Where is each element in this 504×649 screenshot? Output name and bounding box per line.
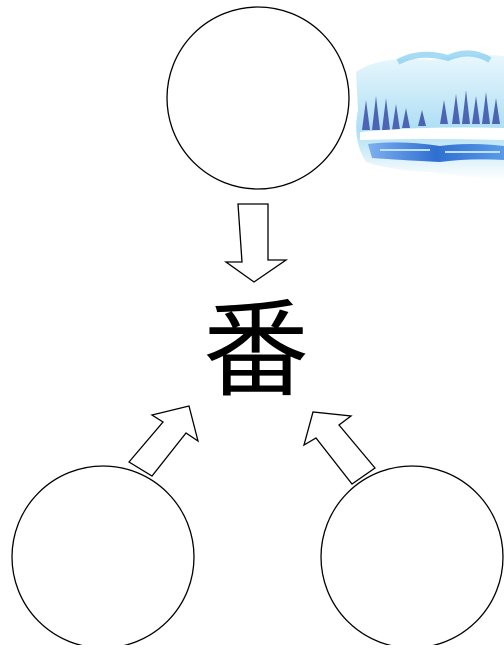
down-arrow <box>223 203 289 283</box>
center-character: 番 <box>203 289 309 412</box>
winter-landscape-image <box>356 50 504 180</box>
bottom-right-circle <box>320 465 504 649</box>
bottom-left-circle <box>11 465 195 649</box>
top-circle <box>166 6 350 190</box>
up-left-arrow <box>302 411 376 485</box>
up-right-arrow <box>128 405 200 477</box>
